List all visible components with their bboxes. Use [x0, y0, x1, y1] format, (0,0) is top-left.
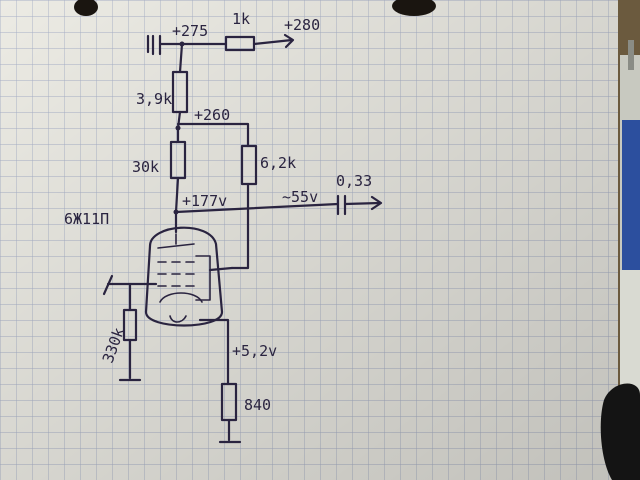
resistor-icon [224, 35, 256, 52]
label-r-series: 1k [232, 10, 250, 28]
label-r-dropper: 3,9k [136, 90, 172, 108]
supply-rail [146, 33, 295, 54]
binder-hole-right [392, 0, 436, 16]
label-cathode-voltage: +5,2v [232, 342, 277, 360]
label-cap-out: 0,33 [336, 172, 372, 190]
label-node-260: +260 [194, 106, 230, 124]
pen-icon [600, 40, 640, 480]
label-supply-in: +280 [284, 16, 320, 34]
label-r-screen: 6,2k [260, 154, 296, 172]
label-plate-voltage: +177v [182, 192, 227, 210]
label-r-plate: 30k [132, 158, 159, 176]
label-supply-filtered: +275 [172, 22, 208, 40]
label-signal-out: ~55v [282, 188, 318, 206]
label-r-cathode: 840 [244, 396, 271, 414]
filter-capacitor [151, 34, 162, 56]
label-tube-type: 6Ж11П [64, 210, 109, 228]
binder-hole-left [74, 0, 98, 16]
vacuum-tube-icon [144, 226, 224, 327]
